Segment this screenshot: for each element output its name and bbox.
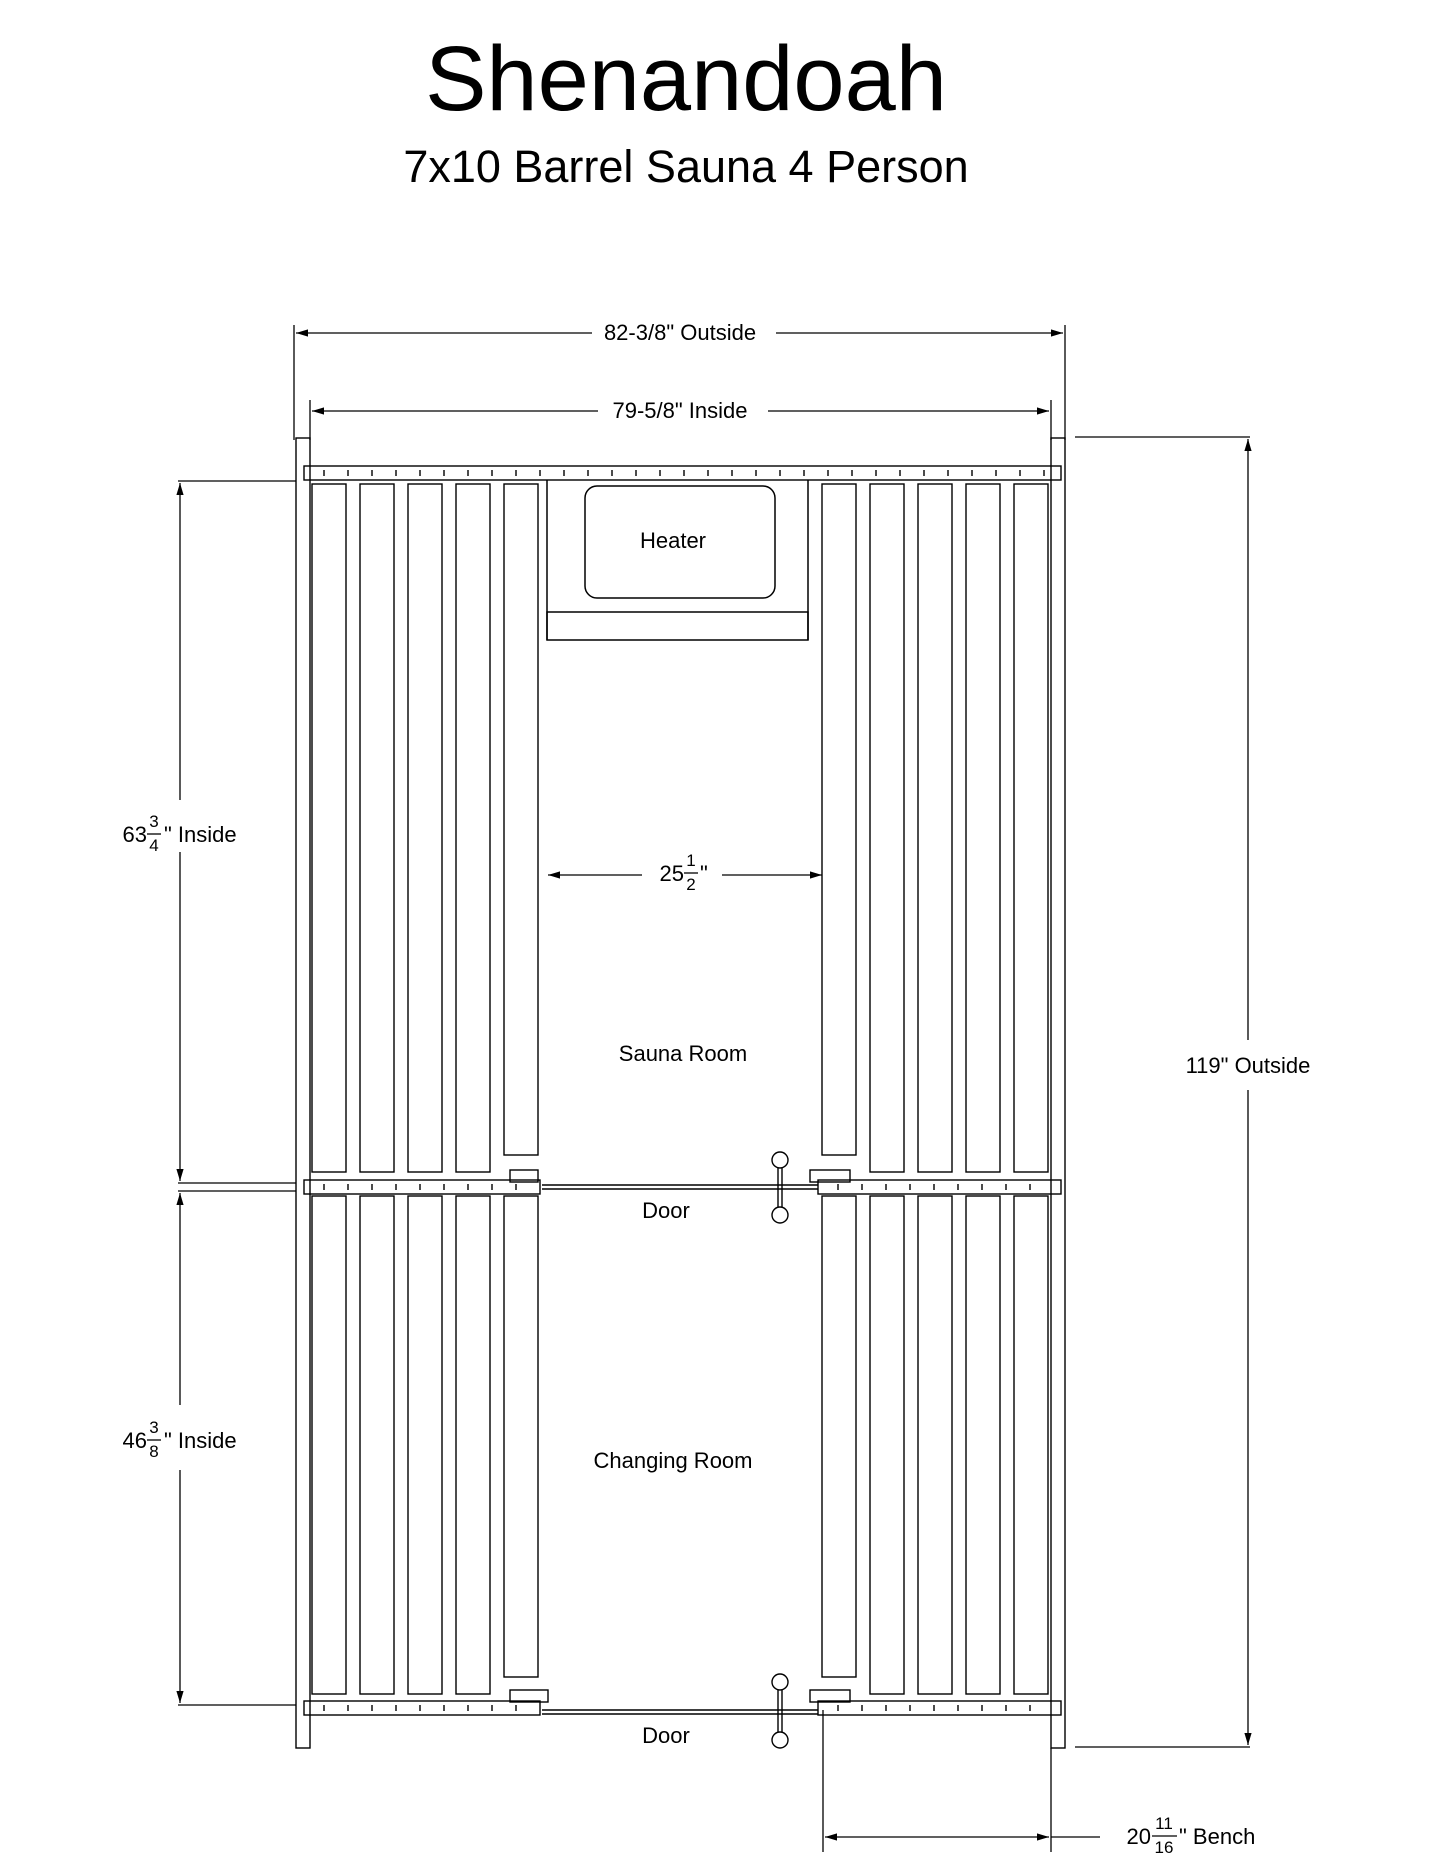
door-2-label: Door — [642, 1723, 690, 1748]
changing-bench-board-left — [359, 1195, 395, 1695]
sauna-inside-label: 63 3 4 " Inside — [123, 812, 237, 855]
sauna-bench-board-left — [407, 483, 443, 1173]
changing-bench-board-left — [455, 1195, 491, 1695]
bench-width-numerator: 11 — [1155, 1814, 1173, 1833]
sauna-bench-board-right — [1013, 483, 1049, 1173]
sauna-bench-board-left — [311, 483, 347, 1173]
changing-room-label: Changing Room — [594, 1448, 753, 1473]
door-1-label: Door — [642, 1198, 690, 1223]
sauna-room-label: Sauna Room — [619, 1041, 747, 1066]
changing-inside-denominator: 8 — [149, 1442, 158, 1461]
changing-bench-board-right — [821, 1195, 857, 1678]
dimension-changing-inside — [176, 1190, 296, 1706]
changing-inside-whole: 46 — [123, 1428, 147, 1453]
dimension-sauna-inside — [176, 480, 296, 1184]
middle-wall-band-right — [817, 1179, 1062, 1195]
changing-bench-board-left — [311, 1195, 347, 1695]
dimension-outside-width — [293, 325, 1066, 440]
sauna-bench-board-right — [821, 483, 857, 1156]
bench-width-denominator: 16 — [1155, 1838, 1174, 1857]
left-wall-post — [295, 437, 311, 1749]
changing-bench-board-right — [1013, 1195, 1049, 1695]
aisle-width-suffix: " — [700, 861, 708, 886]
floor-structure — [295, 437, 1066, 1749]
aisle-width-label: 25 1 2 " — [660, 851, 708, 894]
heater-label: Heater — [640, 528, 706, 553]
sauna-bench-board-right — [917, 483, 953, 1173]
sauna-inside-suffix: " Inside — [164, 822, 237, 847]
door-1 — [509, 1151, 851, 1224]
changing-bench-board-right — [869, 1195, 905, 1695]
page-title: Shenandoah — [425, 28, 947, 130]
sauna-bench-board-left — [503, 483, 539, 1156]
aisle-width-numerator: 1 — [686, 851, 695, 870]
dimension-inside-width — [309, 400, 1052, 440]
bench-width-label: 20 11 16 " Bench — [1127, 1814, 1256, 1857]
bench-width-whole: 20 — [1127, 1824, 1151, 1849]
top-wall-band — [303, 465, 1062, 481]
bottom-wall-band-right — [817, 1700, 1062, 1716]
page-subtitle: 7x10 Barrel Sauna 4 Person — [403, 141, 968, 192]
outside-width-label: 82-3/8" Outside — [604, 320, 756, 345]
sauna-bench-board-right — [869, 483, 905, 1173]
heater — [546, 480, 809, 641]
aisle-width-denominator: 2 — [686, 875, 695, 894]
changing-bench-board-right — [965, 1195, 1001, 1695]
dimension-bench-width — [822, 1710, 1100, 1852]
changing-bench-board-left — [407, 1195, 443, 1695]
changing-inside-label: 46 3 8 " Inside — [123, 1418, 237, 1461]
aisle-width-whole: 25 — [660, 861, 684, 886]
changing-inside-numerator: 3 — [149, 1418, 158, 1437]
right-wall-post — [1050, 437, 1066, 1749]
bench-width-suffix: " Bench — [1179, 1824, 1255, 1849]
changing-bench-board-left — [503, 1195, 539, 1678]
sauna-inside-numerator: 3 — [149, 812, 158, 831]
middle-wall-band-left — [303, 1179, 541, 1195]
sauna-bench-board-right — [965, 483, 1001, 1173]
changing-bench-board-right — [917, 1195, 953, 1695]
dimension-outside-length — [1075, 436, 1252, 1748]
sauna-bench-board-left — [359, 483, 395, 1173]
bottom-wall-band-left — [303, 1700, 541, 1716]
changing-inside-suffix: " Inside — [164, 1428, 237, 1453]
sauna-bench-board-left — [455, 483, 491, 1173]
inside-width-label: 79-5/8" Inside — [612, 398, 747, 423]
door-2 — [509, 1673, 851, 1749]
sauna-inside-whole: 63 — [123, 822, 147, 847]
outside-length-label: 119" Outside — [1186, 1053, 1311, 1078]
sauna-inside-denominator: 4 — [149, 836, 158, 855]
